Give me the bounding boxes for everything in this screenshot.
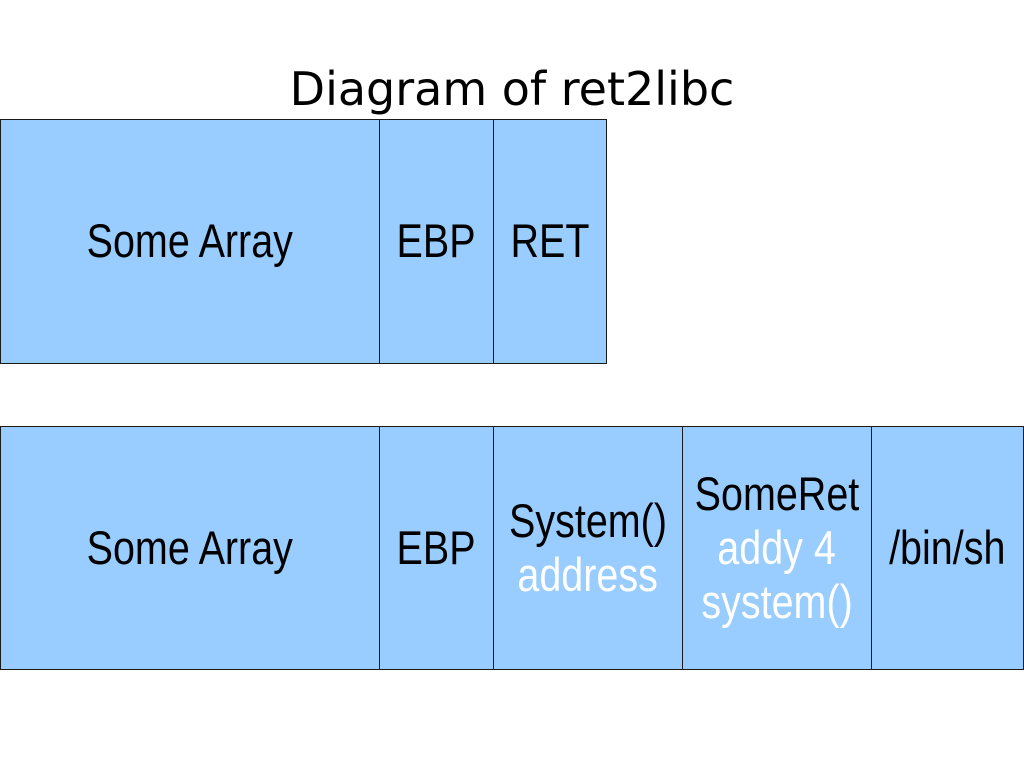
cell-sublabel: system() [701,575,853,629]
stack-cell-ebp: EBP [379,426,494,670]
cell-label: System() [509,493,667,547]
stack-cell-someret: SomeRet addy 4 system() [682,426,872,670]
stack-after: Some Array EBP System() address SomeRet … [0,426,1024,670]
cell-label: RET [510,214,590,268]
cell-label: /bin/sh [889,520,1006,574]
stack-cell-bin-sh: /bin/sh [871,426,1024,670]
cell-label: Some Array [86,520,294,574]
cell-sublabel: addy 4 [717,520,837,574]
stack-before: Some Array EBP RET [0,119,607,364]
cell-label: SomeRet [694,466,860,520]
cell-label: EBP [396,214,476,268]
stack-cell-ebp: EBP [379,119,494,364]
cell-label: EBP [396,520,476,574]
stack-cell-some-array: Some Array [0,426,380,670]
stack-cell-some-array: Some Array [0,119,380,364]
stack-cell-ret: RET [493,119,607,364]
slide-title: Diagram of ret2libc [289,62,735,116]
cell-sublabel: address [517,548,659,601]
cell-label: Some Array [86,214,294,268]
stack-cell-system-address: System() address [493,426,683,670]
